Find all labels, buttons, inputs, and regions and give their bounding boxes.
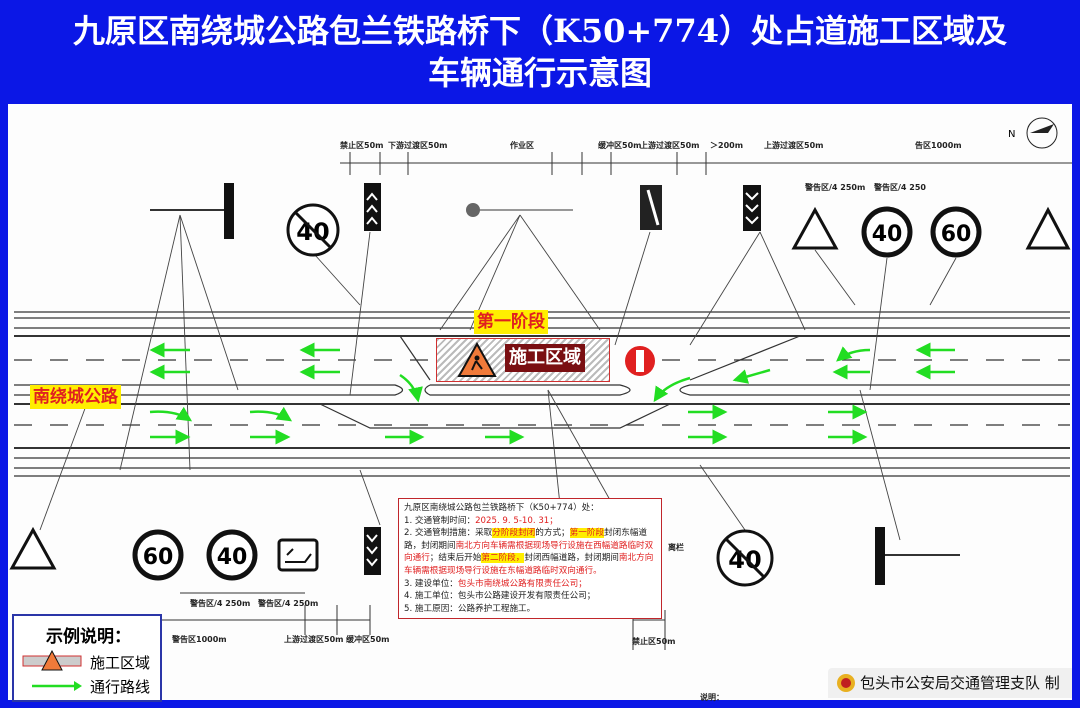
end-speed-limit-40-icon: 40 xyxy=(286,203,340,257)
route-arrow xyxy=(249,406,293,422)
barrier-bar-sign xyxy=(150,183,234,239)
info-heading: 九原区南绕城公路包兰铁路桥下（K50+774）处： xyxy=(404,503,599,513)
info-item-1: 1. 交通管制时间：2025. 9. 5-10. 31； xyxy=(404,515,656,528)
road-lines xyxy=(14,311,1070,477)
zone-label: 警告区1000m xyxy=(171,634,227,644)
legend-route-arrow-icon xyxy=(32,681,82,691)
roadwork-warning-icon xyxy=(9,526,57,570)
speed-value: 60 xyxy=(941,222,972,247)
speed-value: 40 xyxy=(872,222,903,247)
info-item-3: 3. 建设单位：包头市南绕城公路有限责任公司； xyxy=(404,578,656,591)
route-arrow xyxy=(149,406,193,422)
control-period: 2025. 9. 5-10. 31； xyxy=(475,515,558,526)
info-box: 九原区南绕城公路包兰铁路桥下（K50+774）处： 1. 交通管制时间：2025… xyxy=(398,498,662,620)
credit-badge: 包头市公安局交通管理支队 制 xyxy=(828,668,1072,698)
zone-label: 离栏 xyxy=(668,542,684,552)
info-text: 的方式； xyxy=(535,528,570,539)
chevron-board-icon xyxy=(364,183,381,231)
bottom-dimension-line xyxy=(160,592,666,650)
sign-pointer-lines xyxy=(39,214,957,541)
legend-work-zone-label: 施工区域 xyxy=(90,654,151,672)
work-zone: 施工区域 xyxy=(436,338,610,382)
page-title: 九原区南绕城公路包兰铁路桥下（K50+774）处占道施工区域及 车辆通行示意图 xyxy=(0,10,1080,94)
stage-label: 第一阶段 xyxy=(474,310,548,334)
barrier-bar-sign xyxy=(875,527,960,585)
info-red-text: 南北方向车辆需根据现场导行设施在西幅道路临时双向通行 xyxy=(404,540,654,564)
title-line-2: 车辆通行示意图 xyxy=(427,54,652,92)
roadwork-warning-icon xyxy=(791,206,839,250)
info-item-4: 4. 施工单位：包头市公路建设开发有限责任公司； xyxy=(404,591,596,602)
zone-label: 缓冲区50m xyxy=(598,140,641,150)
no-entry-icon xyxy=(625,346,655,376)
info-highlight: 第一阶段 xyxy=(569,528,605,539)
zone-label: 下游过渡区50m xyxy=(388,140,447,150)
speed-limit-60-icon: 60 xyxy=(930,206,982,258)
route-arrow xyxy=(732,368,771,384)
credit-text: 包头市公安局交通管理支队 制 xyxy=(860,674,1060,692)
info-item-5: 5. 施工原因：公路养护工程施工。 xyxy=(404,603,536,614)
lane-signal-board-icon xyxy=(640,185,662,230)
notes-label: 说明： xyxy=(700,692,724,702)
detour-sign-icon xyxy=(277,538,319,572)
info-text: ；结束后开始 xyxy=(429,553,482,564)
zone-label: 上游过渡区50m xyxy=(284,634,343,644)
route-arrow xyxy=(653,376,691,403)
legend-route-label: 通行路线 xyxy=(90,678,151,696)
info-text: 封闭东幅道路，封闭期间 xyxy=(404,528,648,551)
top-dimension-line xyxy=(340,152,1072,175)
legend-work-zone-icon xyxy=(22,650,82,671)
info-item-2: 2. 交通管制措施：采取分阶段封闭的方式；第一阶段封闭东幅道路，封闭期间南北方向… xyxy=(404,527,656,577)
speed-value: 60 xyxy=(143,545,174,570)
zone-label: ＞200m xyxy=(710,141,743,150)
traffic-route-arrows xyxy=(149,342,955,445)
info-highlight: 分阶段封闭 xyxy=(492,528,536,539)
zone-label: 作业区 xyxy=(510,140,534,150)
zone-label: 禁止区50m xyxy=(339,140,383,150)
north-arrow-icon: N xyxy=(1008,117,1058,149)
zone-label: 告区1000m xyxy=(915,140,962,150)
title-line-1: 九原区南绕城公路包兰铁路桥下（K50+774）处占道施工区域及 xyxy=(73,12,1007,50)
zone-label: 上游过渡区50m xyxy=(764,140,823,150)
police-emblem-icon xyxy=(837,674,855,692)
chevron-board-icon xyxy=(364,527,381,575)
legend-title: 示例说明： xyxy=(46,627,131,647)
chevron-board-icon xyxy=(743,185,761,231)
zone-label: 禁止区50m xyxy=(631,636,675,646)
warning-light-icon xyxy=(466,203,573,217)
builder: 包头市南绕城公路有限责任公司； xyxy=(457,578,587,589)
north-label: N xyxy=(1008,129,1015,140)
legend: 示例说明： 施工区域 通行路线 xyxy=(12,614,162,702)
road-name-label: 南绕城公路 xyxy=(30,385,121,409)
zone-label: 缓冲区50m xyxy=(346,634,389,644)
route-arrow xyxy=(399,373,423,403)
info-text: 2. 交通管制措施：采取 xyxy=(404,528,493,539)
info-highlight: 第二阶段， xyxy=(481,553,525,564)
warning-label: 警告区/4 250m xyxy=(804,182,865,192)
zone-label: 上游过渡区50m xyxy=(640,140,699,150)
route-arrow xyxy=(836,346,871,362)
info-label: 3. 建设单位： xyxy=(404,578,458,589)
info-text: 封闭西幅道路，封闭期间 xyxy=(524,553,619,564)
zone-label: 警告区/4 250m xyxy=(257,598,318,608)
info-red-text: 南北方向车辆需根据现场导行设施在东幅道路临时双向通行。 xyxy=(404,553,654,576)
info-label: 1. 交通管制时间： xyxy=(404,515,476,526)
roadwork-warning-icon xyxy=(457,342,497,377)
speed-limit-60-icon: 60 xyxy=(132,529,184,581)
top-zone-labels: 禁止区50m 下游过渡区50m 作业区 缓冲区50m 上游过渡区50m ＞200… xyxy=(339,140,962,192)
bottom-zone-labels: 警告区/4 250m 警告区/4 250m 警告区1000m 上游过渡区50m … xyxy=(171,542,724,702)
warning-label: 警告区/4 250 xyxy=(873,182,926,192)
speed-limit-40-icon: 40 xyxy=(206,529,258,581)
work-zone-label: 施工区域 xyxy=(505,344,585,372)
roadwork-warning-icon xyxy=(1025,206,1071,250)
speed-limit-40-icon: 40 xyxy=(861,206,913,258)
end-speed-limit-40-icon: 40 xyxy=(716,529,774,587)
speed-value: 40 xyxy=(217,545,248,570)
zone-label: 警告区/4 250m xyxy=(189,598,250,608)
